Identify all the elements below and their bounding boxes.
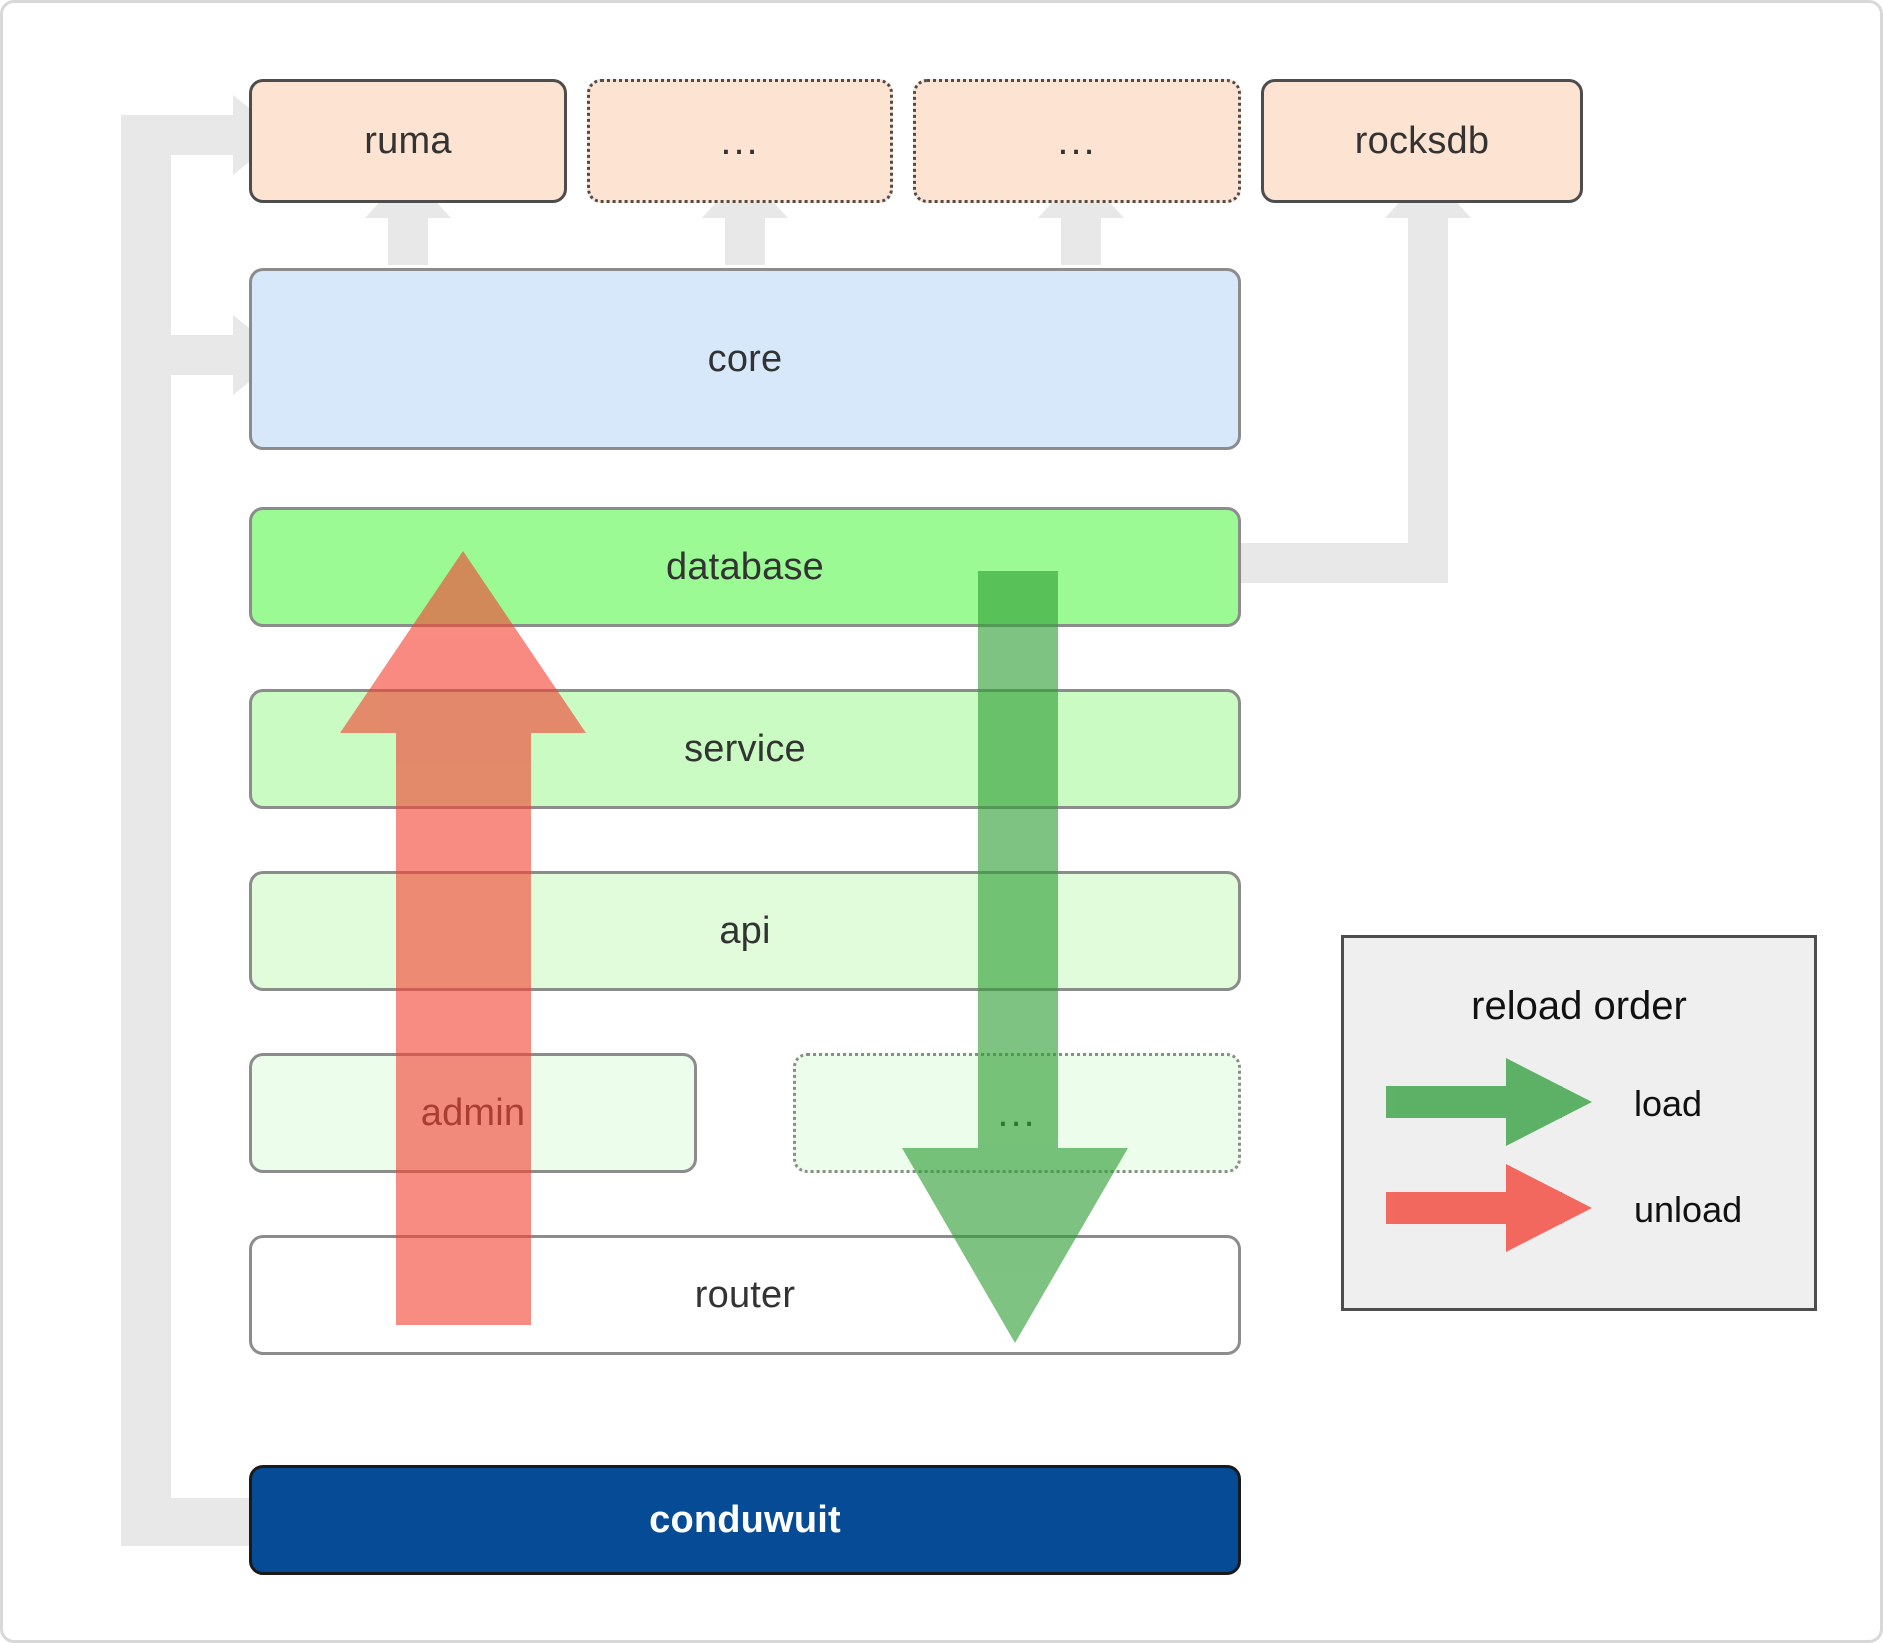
legend-title: reload order xyxy=(1471,984,1687,1028)
connector-arrows xyxy=(121,95,1471,1546)
package-box-more-1[interactable]: ... xyxy=(587,79,893,203)
legend-label-load: load xyxy=(1634,1083,1703,1124)
layer-label: core xyxy=(707,337,783,380)
package-label: rocksdb xyxy=(1354,119,1490,162)
legend-arrow-swatches xyxy=(1386,1058,1592,1252)
layer-label: api xyxy=(719,909,771,952)
layer-label: service xyxy=(684,727,806,770)
layer-label: database xyxy=(666,545,824,588)
layer-box-more[interactable]: ... xyxy=(793,1053,1241,1173)
legend-label-unload: unload xyxy=(1634,1189,1743,1230)
package-label: ... xyxy=(720,119,760,163)
layer-label: ... xyxy=(997,1091,1037,1135)
layer-box-router[interactable]: router xyxy=(249,1235,1241,1355)
layer-label: admin xyxy=(420,1091,526,1134)
legend-unload-arrow xyxy=(1386,1164,1592,1252)
layer-label: router xyxy=(694,1273,796,1316)
legend-panel: reload order load unload xyxy=(1341,935,1817,1311)
package-box-more-2[interactable]: ... xyxy=(913,79,1241,203)
layer-box-service[interactable]: service xyxy=(249,689,1241,809)
package-label: ruma xyxy=(364,119,452,162)
package-box-rocksdb[interactable]: rocksdb xyxy=(1261,79,1583,203)
layer-box-core[interactable]: core xyxy=(249,268,1241,450)
package-box-ruma[interactable]: ruma xyxy=(249,79,567,203)
legend-load-arrow xyxy=(1386,1058,1592,1146)
root-box-conduwuit[interactable]: conduwuit xyxy=(249,1465,1241,1575)
layer-box-admin[interactable]: admin xyxy=(249,1053,697,1173)
root-label: conduwuit xyxy=(649,1498,841,1541)
layer-box-api[interactable]: api xyxy=(249,871,1241,991)
package-label: ... xyxy=(1057,119,1097,163)
layer-box-database[interactable]: database xyxy=(249,507,1241,627)
